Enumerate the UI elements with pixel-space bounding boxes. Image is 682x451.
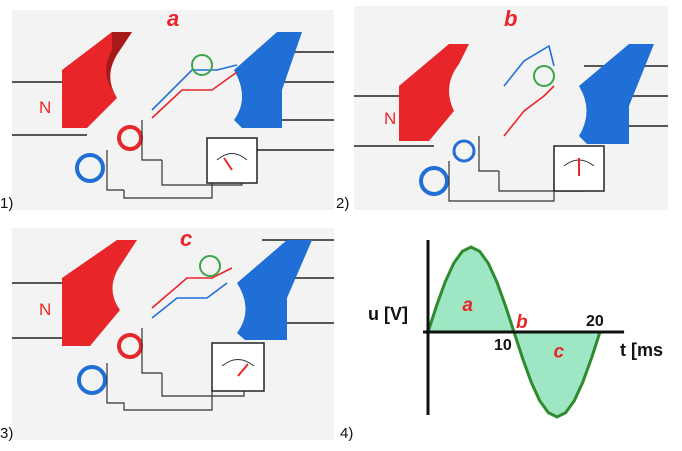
north-magnet bbox=[399, 44, 469, 141]
panel-number-3: 3) bbox=[0, 425, 14, 442]
generator-diagram-a bbox=[12, 32, 334, 199]
diagram-panel-c: c N S bbox=[12, 226, 334, 440]
panel-number-4: 4) bbox=[340, 425, 354, 442]
panel-title-a: a bbox=[167, 6, 180, 31]
y-axis-label: u [V] bbox=[368, 304, 408, 324]
north-label: N bbox=[384, 109, 397, 128]
coil-loop-red bbox=[151, 71, 238, 119]
region-label-b: b bbox=[516, 312, 528, 333]
generator-diagram-b bbox=[354, 44, 668, 202]
north-label: N bbox=[39, 300, 52, 319]
south-magnet bbox=[579, 44, 654, 144]
slip-ring-blue bbox=[419, 166, 449, 196]
slip-ring-red bbox=[452, 139, 476, 163]
slip-ring-red bbox=[117, 333, 143, 359]
panel-number-1: 1) bbox=[0, 195, 14, 212]
region-label-a: a bbox=[462, 295, 473, 316]
coil-loop-red bbox=[503, 85, 555, 137]
north-magnet bbox=[62, 240, 137, 346]
panel-title-b: b bbox=[504, 6, 518, 31]
slip-ring-blue bbox=[75, 153, 105, 183]
region-label-c: c bbox=[554, 342, 565, 363]
galvanometer bbox=[206, 137, 258, 184]
x-tick-label: 20 bbox=[586, 313, 604, 330]
voltage-time-chart: 10 20 u [V] t [ms a b c bbox=[368, 240, 663, 419]
coil-loop-blue bbox=[151, 282, 228, 319]
area-positive-half bbox=[428, 247, 514, 332]
south-magnet bbox=[237, 240, 312, 340]
x-axis-label: t [ms bbox=[620, 340, 663, 360]
south-label: S bbox=[256, 90, 268, 109]
north-label: N bbox=[39, 98, 52, 117]
south-magnet bbox=[234, 32, 302, 128]
x-tick-label: 10 bbox=[494, 337, 512, 354]
galvanometer bbox=[211, 342, 265, 392]
panel-number-2: 2) bbox=[336, 195, 350, 212]
south-label: S bbox=[262, 298, 274, 317]
slip-ring-blue bbox=[77, 365, 107, 395]
panel-title-c: c bbox=[180, 226, 193, 251]
coil-loop-red bbox=[151, 267, 233, 309]
area-negative-half bbox=[514, 332, 600, 417]
diagram-panel-a: a N S bbox=[12, 6, 334, 210]
diagram-panel-b: b N S bbox=[354, 6, 668, 210]
coil-loop-blue bbox=[151, 64, 238, 111]
slip-ring-red bbox=[117, 125, 143, 151]
south-label: S bbox=[606, 105, 618, 124]
generator-diagram-c bbox=[12, 239, 334, 411]
coil-loop-blue bbox=[503, 44, 555, 87]
